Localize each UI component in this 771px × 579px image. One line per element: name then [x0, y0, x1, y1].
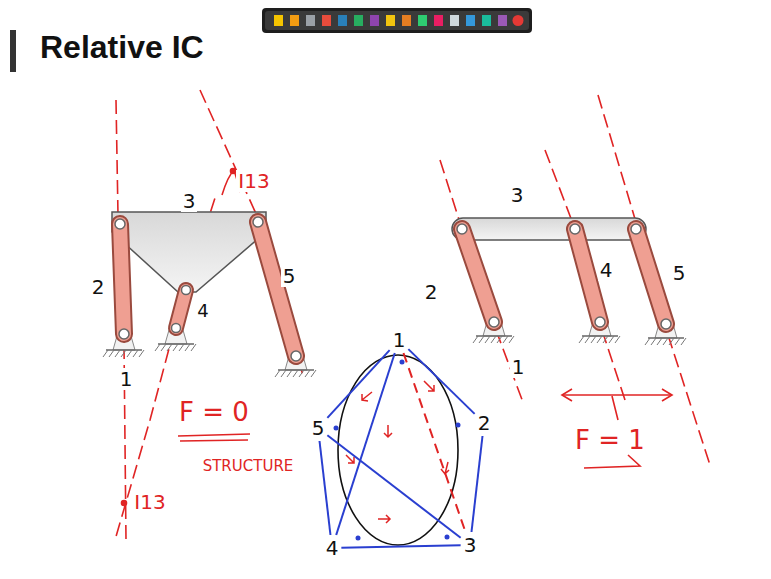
toolbar — [262, 8, 532, 33]
title-bar — [10, 30, 16, 72]
right-mechanism — [452, 218, 686, 345]
link-number: 4 — [195, 301, 210, 321]
ic-label: I13 — [132, 491, 167, 513]
ic-connector — [336, 353, 395, 535]
slide-title: Relative IC — [40, 30, 204, 65]
left-mechanism — [103, 212, 316, 377]
ic-label: I13 — [236, 170, 271, 192]
vertex-node: 4 — [323, 535, 342, 561]
vertex-node: 3 — [461, 532, 480, 558]
vertex-node: 5 — [309, 415, 328, 441]
ic-connector — [471, 436, 482, 532]
vertex-node: 2 — [475, 410, 494, 436]
link-number: 2 — [90, 276, 107, 298]
ic-connector — [327, 350, 389, 418]
direction-arrows — [346, 381, 449, 523]
vertex-node: 1 — [390, 327, 409, 353]
ic-circle — [334, 355, 461, 545]
vertex-number: 3 — [464, 533, 477, 557]
ic-connector — [408, 349, 474, 414]
link-number: 3 — [509, 184, 526, 206]
vertex-number: 4 — [326, 536, 339, 560]
vertex-number: 1 — [393, 328, 406, 352]
ic-connector — [341, 545, 460, 548]
link-number: 4 — [598, 259, 615, 281]
link-number: 2 — [423, 281, 440, 303]
link-number: 3 — [181, 190, 198, 212]
link-number: 1 — [118, 368, 135, 390]
link-number: 5 — [281, 265, 298, 287]
structure-note: STRUCTURE — [201, 458, 296, 475]
construction-lines — [440, 95, 710, 468]
construction-lines — [115, 90, 304, 540]
vertex-number: 5 — [312, 416, 325, 440]
ic-connector — [320, 441, 331, 535]
vertex-number: 2 — [478, 411, 491, 435]
dof-note: F = 1 — [573, 426, 647, 455]
link-number: 5 — [671, 262, 688, 284]
ic-connector — [327, 435, 460, 538]
link-number: 1 — [510, 356, 527, 378]
dof-note: F = 0 — [177, 398, 251, 427]
ic-connector — [403, 353, 465, 532]
